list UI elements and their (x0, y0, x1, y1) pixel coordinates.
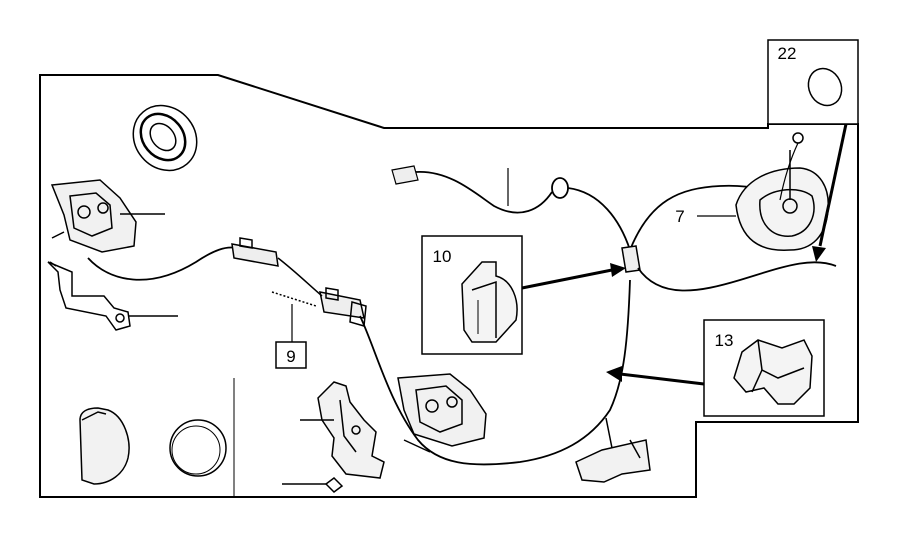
callout-7-label: 7 (675, 207, 684, 226)
plug-cap-22 (807, 67, 843, 107)
release-handle (735, 132, 829, 251)
cap-half-round (79, 407, 130, 485)
clip-13 (733, 339, 813, 405)
callout-9-label: 9 (286, 347, 295, 366)
latch-bracket (47, 261, 178, 331)
callout-13-arrow (606, 366, 705, 386)
cable-guide-clips (231, 237, 367, 327)
cable-clip-bottom (575, 417, 651, 483)
hood-latch-upper (50, 179, 165, 253)
callout-10-arrow (521, 263, 626, 290)
grommet-oval (132, 104, 198, 172)
clip-10 (461, 261, 518, 343)
callout-9-box (275, 341, 307, 369)
callout-22-box (767, 39, 859, 125)
release-cable-left (87, 246, 237, 281)
callout-10-label: 10 (433, 247, 452, 266)
callout-22-arrow (812, 123, 848, 262)
plug-round (169, 419, 227, 477)
release-cable-right (637, 261, 837, 292)
callout-13-label: 13 (715, 331, 734, 350)
latch-support (282, 381, 385, 493)
hood-latch-lower (397, 373, 487, 453)
callout-22-label: 22 (778, 44, 797, 63)
